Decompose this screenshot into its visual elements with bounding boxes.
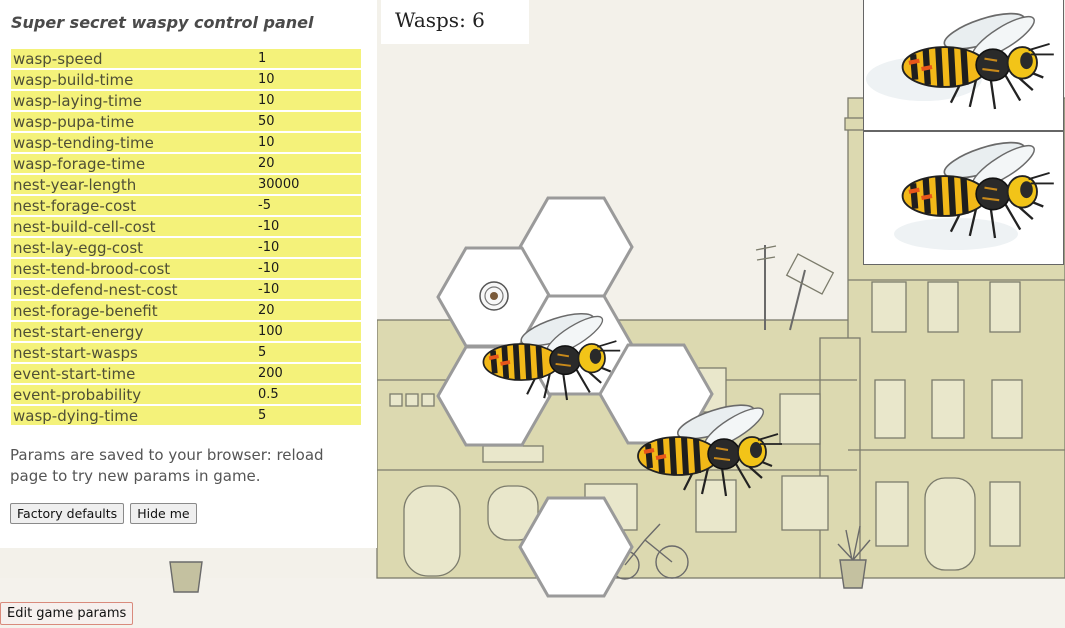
- param-key: wasp-tending-time: [11, 133, 255, 152]
- wasp-count-label: Wasps: 6: [381, 0, 529, 44]
- control-panel: Super secret waspy control panel wasp-sp…: [0, 0, 377, 548]
- param-key: nest-start-wasps: [11, 343, 255, 362]
- egg-icon: [479, 281, 509, 311]
- param-value[interactable]: 10: [255, 91, 361, 110]
- param-value[interactable]: 10: [255, 133, 361, 152]
- wasp-icon: [866, 0, 1065, 132]
- param-value[interactable]: 30000: [255, 175, 361, 194]
- wasp-icon: [894, 132, 1065, 250]
- param-key: nest-defend-nest-cost: [11, 280, 255, 299]
- param-row: nest-tend-brood-cost-10: [11, 259, 361, 278]
- param-value[interactable]: 100: [255, 322, 361, 341]
- param-value[interactable]: -10: [255, 280, 361, 299]
- param-key: wasp-forage-time: [11, 154, 255, 173]
- hide-panel-button[interactable]: Hide me: [130, 503, 197, 524]
- param-key: wasp-laying-time: [11, 91, 255, 110]
- param-row: nest-lay-egg-cost-10: [11, 238, 361, 257]
- param-key: nest-build-cell-cost: [11, 217, 255, 236]
- param-key: nest-lay-egg-cost: [11, 238, 255, 257]
- panel-title: Super secret waspy control panel: [11, 13, 314, 32]
- param-key: nest-year-length: [11, 175, 255, 194]
- param-key: nest-forage-benefit: [11, 301, 255, 320]
- param-value[interactable]: 20: [255, 154, 361, 173]
- param-key: wasp-dying-time: [11, 406, 255, 425]
- param-value[interactable]: -10: [255, 259, 361, 278]
- param-key: event-start-time: [11, 364, 255, 383]
- param-value[interactable]: 10: [255, 70, 361, 89]
- wasp-card: [863, 131, 1064, 265]
- param-value[interactable]: -10: [255, 217, 361, 236]
- param-key: nest-start-energy: [11, 322, 255, 341]
- param-row: nest-build-cell-cost-10: [11, 217, 361, 236]
- param-value[interactable]: 50: [255, 112, 361, 131]
- params-note: Params are saved to your browser: reload…: [10, 446, 324, 485]
- param-row: nest-defend-nest-cost-10: [11, 280, 361, 299]
- param-value[interactable]: 5: [255, 343, 361, 362]
- param-key: event-probability: [11, 385, 255, 404]
- param-key: wasp-pupa-time: [11, 112, 255, 131]
- edit-game-params-button[interactable]: Edit game params: [0, 602, 134, 625]
- param-value[interactable]: 200: [255, 364, 361, 383]
- param-value[interactable]: 0.5: [255, 385, 361, 404]
- param-value[interactable]: -5: [255, 196, 361, 215]
- param-value[interactable]: 5: [255, 406, 361, 425]
- param-key: wasp-build-time: [11, 70, 255, 89]
- param-value[interactable]: 20: [255, 301, 361, 320]
- param-value[interactable]: -10: [255, 238, 361, 257]
- param-key: nest-tend-brood-cost: [11, 259, 255, 278]
- param-value[interactable]: 1: [255, 49, 361, 68]
- param-key: wasp-speed: [11, 49, 255, 68]
- param-row: nest-forage-cost-5: [11, 196, 361, 215]
- param-key: nest-forage-cost: [11, 196, 255, 215]
- wasp-card: [863, 0, 1064, 131]
- factory-defaults-button[interactable]: Factory defaults: [10, 503, 125, 524]
